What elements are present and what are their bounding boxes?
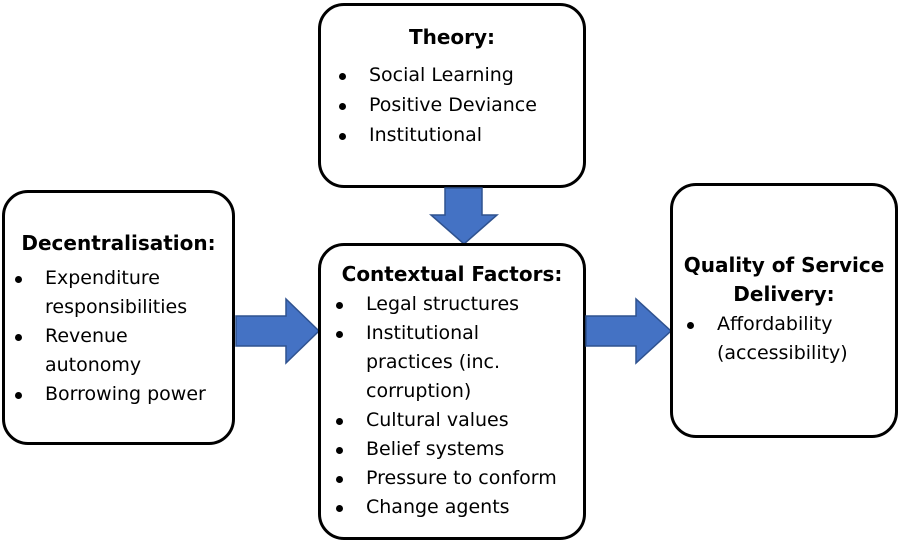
right-arrow-shape bbox=[585, 297, 673, 365]
contextual-box: Contextual Factors: Legal structures Ins… bbox=[318, 243, 586, 540]
item-line: Revenue bbox=[45, 325, 128, 347]
right-right-arrow bbox=[585, 297, 673, 365]
quality-list: Affordability (accessibility) bbox=[669, 310, 891, 368]
item-line: (accessibility) bbox=[717, 342, 848, 364]
item-line: practices (inc. bbox=[366, 351, 500, 373]
contextual-item-pressure: Pressure to conform bbox=[318, 464, 580, 493]
decentralisation-list: Expenditure responsibilities Revenue aut… bbox=[0, 264, 224, 409]
theory-item-label: Institutional bbox=[369, 124, 483, 146]
item-line: Borrowing power bbox=[45, 383, 206, 405]
contextual-list: Legal structures Institutional practices… bbox=[318, 290, 580, 522]
decentralisation-box: Decentralisation: Expenditure responsibi… bbox=[2, 190, 235, 445]
quality-title-line2: Delivery: bbox=[733, 282, 835, 306]
contextual-item-legal: Legal structures bbox=[318, 290, 580, 319]
item-line: autonomy bbox=[45, 354, 142, 376]
decentralisation-item-expenditure: Expenditure responsibilities bbox=[0, 264, 224, 322]
item-line: Pressure to conform bbox=[366, 467, 557, 489]
item-line: Change agents bbox=[366, 496, 510, 518]
contextual-item-belief: Belief systems bbox=[318, 435, 580, 464]
item-line: Expenditure bbox=[45, 267, 160, 289]
item-line: Legal structures bbox=[366, 293, 520, 315]
contextual-item-change-agents: Change agents bbox=[318, 493, 580, 522]
quality-title-line1: Quality of Service bbox=[683, 253, 885, 277]
decentralisation-item-borrowing: Borrowing power bbox=[0, 380, 224, 409]
quality-title: Quality of Service Delivery: bbox=[673, 252, 895, 307]
item-line: Affordability bbox=[717, 313, 833, 335]
theory-list: Social Learning Positive Deviance Instit… bbox=[321, 61, 583, 150]
item-line: Belief systems bbox=[366, 438, 505, 460]
item-line: corruption) bbox=[366, 380, 472, 402]
contextual-title: Contextual Factors: bbox=[341, 262, 563, 286]
item-line: Cultural values bbox=[366, 409, 509, 431]
theory-item-label: Social Learning bbox=[369, 64, 514, 86]
quality-box: Quality of Service Delivery: Affordabili… bbox=[670, 183, 898, 438]
item-line: responsibilities bbox=[45, 296, 188, 318]
quality-item-affordability: Affordability (accessibility) bbox=[669, 310, 891, 368]
theory-title: Theory: bbox=[408, 25, 496, 49]
left-right-arrow bbox=[235, 297, 321, 365]
theory-item-social-learning: Social Learning bbox=[321, 61, 583, 90]
theory-item-institutional: Institutional bbox=[321, 121, 583, 150]
theory-item-label: Positive Deviance bbox=[369, 94, 537, 116]
down-arrow bbox=[429, 187, 499, 245]
contextual-item-cultural: Cultural values bbox=[318, 406, 580, 435]
contextual-item-institutional: Institutional practices (inc. corruption… bbox=[318, 319, 580, 406]
decentralisation-title: Decentralisation: bbox=[21, 231, 216, 255]
down-arrow-shape bbox=[429, 187, 499, 245]
item-line: Institutional bbox=[366, 322, 480, 344]
theory-item-positive-deviance: Positive Deviance bbox=[321, 91, 583, 120]
decentralisation-item-revenue: Revenue autonomy bbox=[0, 322, 224, 380]
left-arrow-shape bbox=[235, 297, 321, 365]
theory-box: Theory: Social Learning Positive Devianc… bbox=[318, 3, 586, 188]
